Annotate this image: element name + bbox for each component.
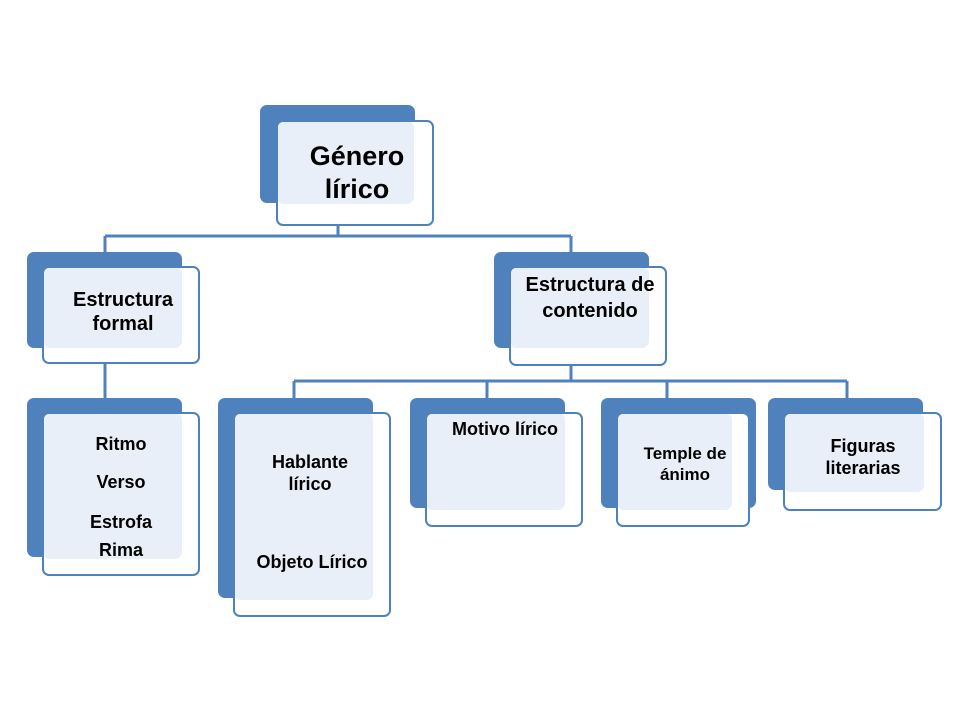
- contenido-label: Estructura de contenido: [525, 274, 655, 322]
- formal-item-verso: Verso: [96, 472, 146, 492]
- temple-label: Temple de ánimo: [643, 444, 727, 484]
- hablante-label: Hablante lírico: [271, 452, 349, 494]
- formal-label: Estructura formal: [72, 289, 174, 336]
- formal-item-estrofa: Estrofa: [89, 512, 152, 532]
- connector-root: [103, 220, 573, 252]
- connector-contenido: [292, 365, 849, 398]
- objeto-lirico-label: Objeto Lírico: [256, 552, 368, 572]
- motivo-label: Motivo lírico: [451, 419, 558, 439]
- root-label: Género lírico: [309, 141, 405, 204]
- figuras-label: Figuras literarias: [825, 436, 901, 478]
- formal-item-ritmo: Ritmo: [95, 434, 147, 454]
- formal-item-rima: Rima: [98, 540, 143, 560]
